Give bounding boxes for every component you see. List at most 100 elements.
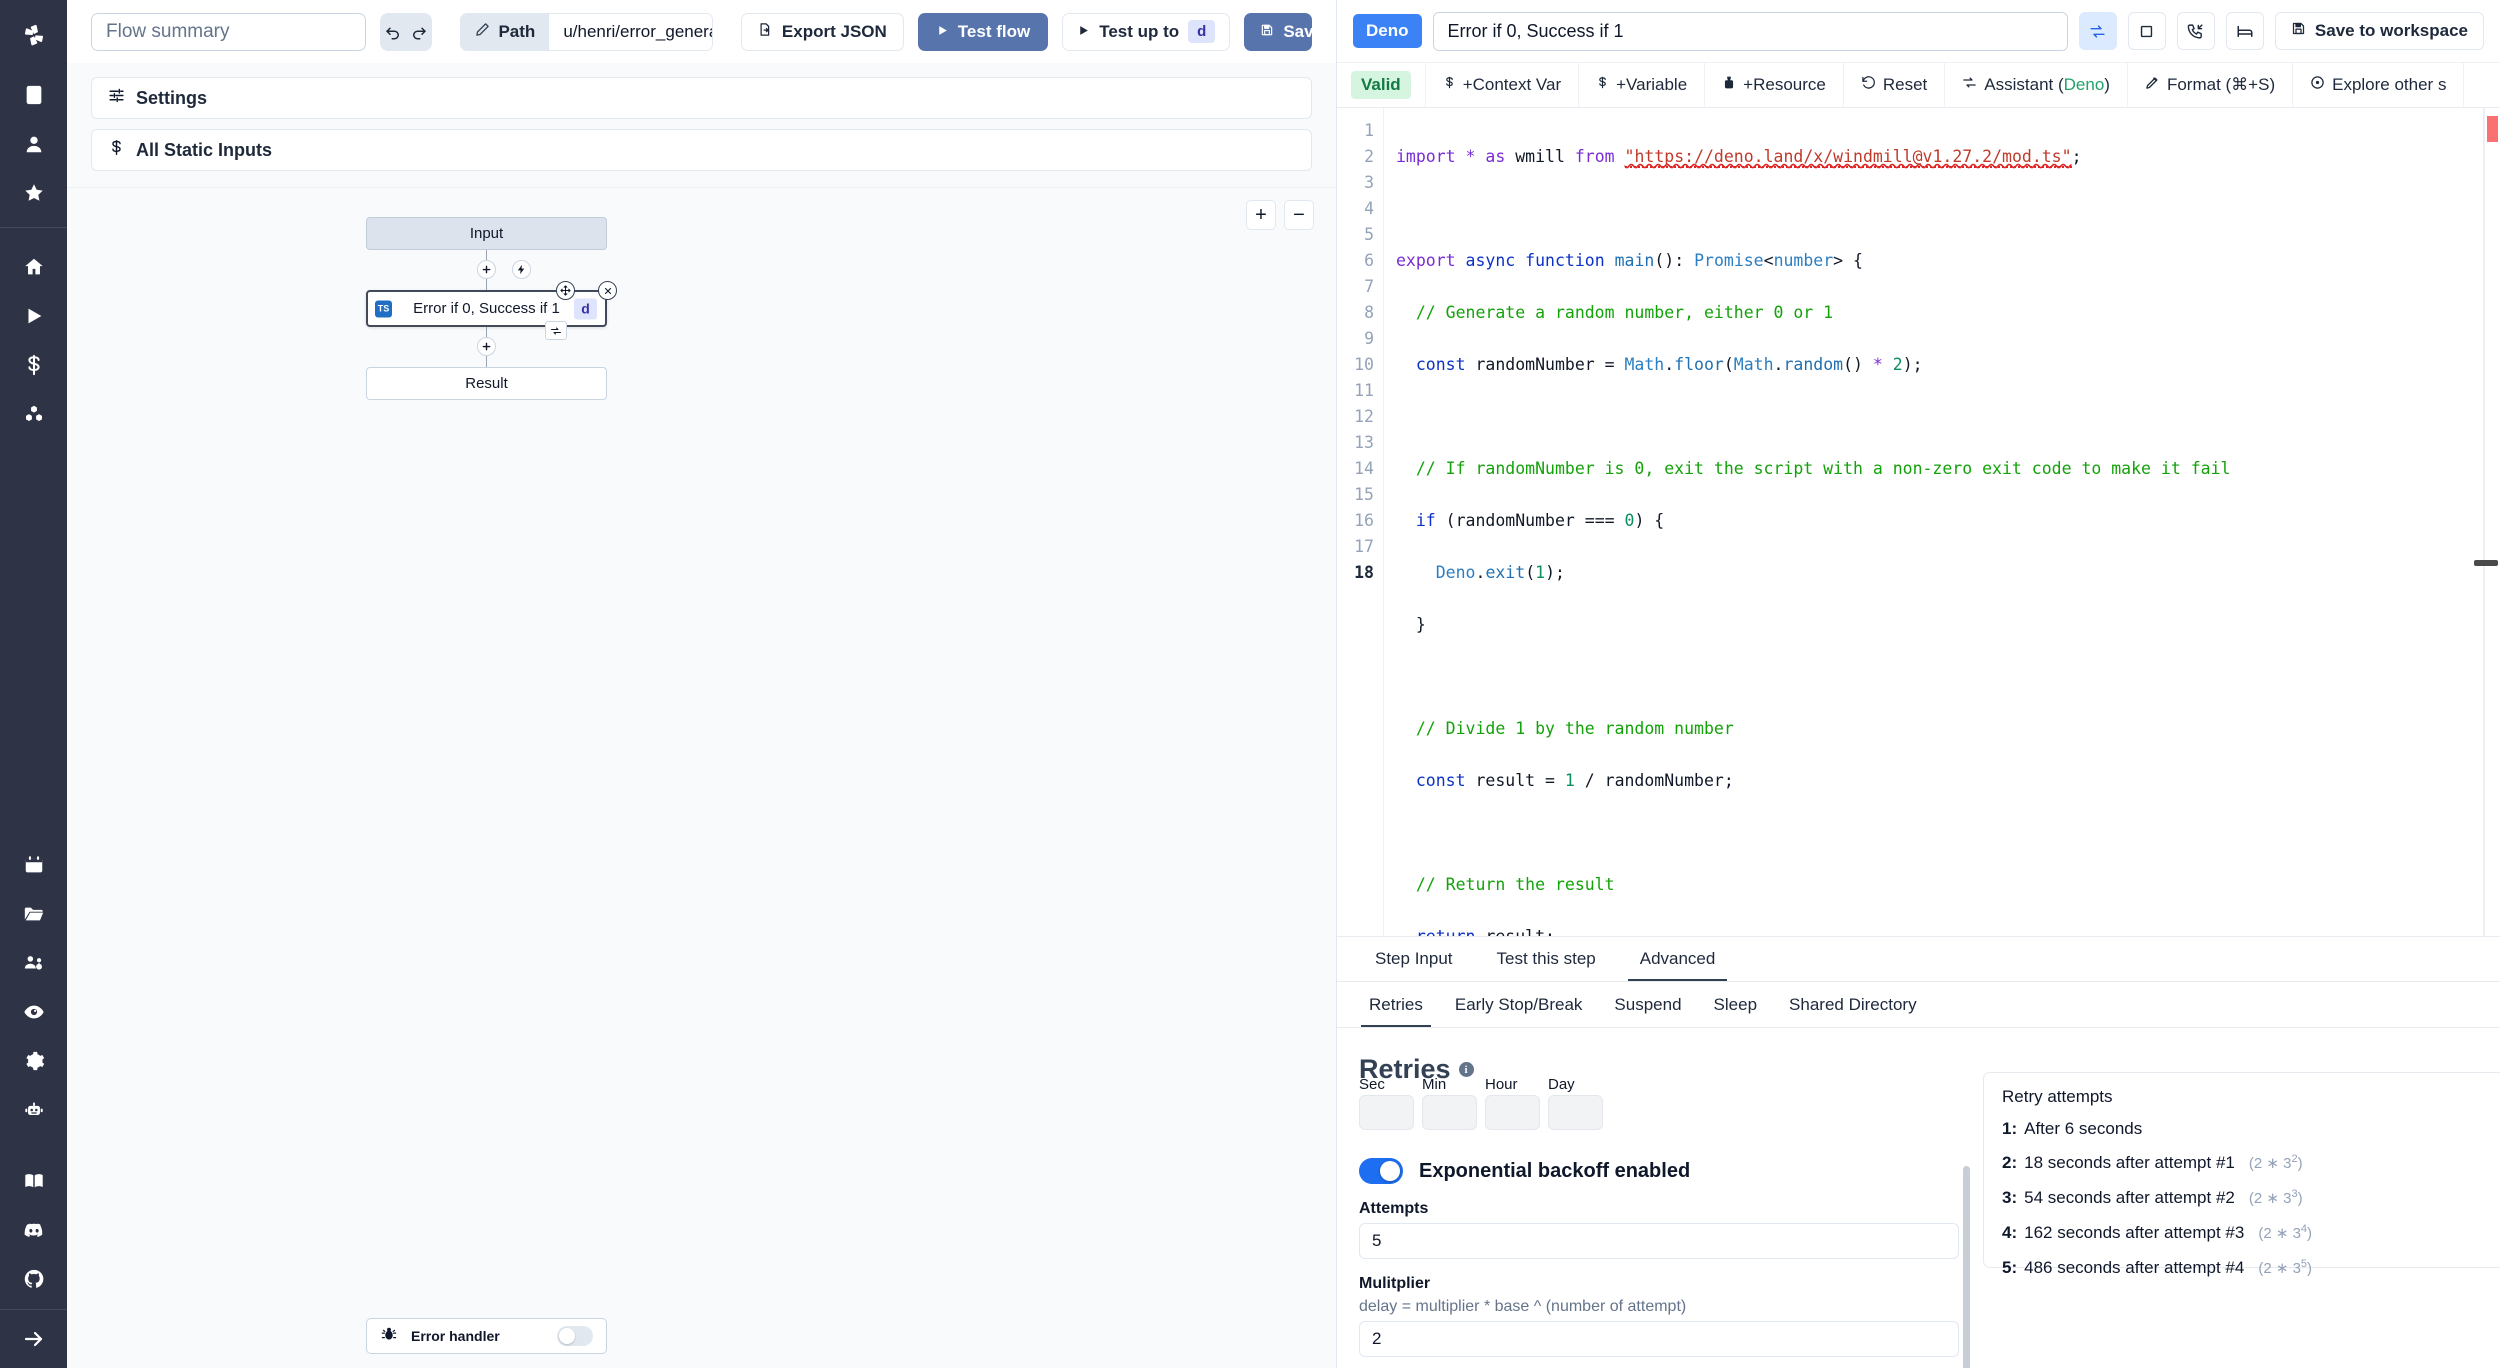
bed-icon[interactable]	[2225, 12, 2264, 50]
flow-node-step[interactable]: TS Error if 0, Success if 1 d	[366, 281, 617, 340]
step-detail-pane: Deno Save to workspace V	[1337, 0, 2500, 1368]
bug-icon	[380, 1325, 398, 1348]
exponential-backoff-toggle[interactable]	[1359, 1158, 1403, 1185]
add-step-button-lower[interactable]	[477, 337, 496, 356]
multiplier-label: Mulitplier	[1359, 1275, 1431, 1293]
subtab-early-stop-break[interactable]: Early Stop/Break	[1454, 994, 1583, 1014]
test-flow-button[interactable]: Test flow	[917, 12, 1049, 51]
subtab-suspend[interactable]: Suspend	[1614, 994, 1682, 1014]
save-button[interactable]: Save	[1244, 13, 1312, 51]
save-to-workspace-button[interactable]: Save to workspace	[2274, 12, 2484, 50]
export-json-button[interactable]: Export JSON	[740, 12, 904, 51]
sidebar-item-discord[interactable]	[0, 1205, 67, 1254]
settings-panel-label: Settings	[136, 87, 208, 108]
sidebar-item-settings[interactable]	[0, 1036, 67, 1085]
retries-form-scrollbar[interactable]	[1963, 1166, 1970, 1368]
assistant-button[interactable]: Assistant (Deno)	[1945, 63, 2128, 107]
sidebar-item-audit-logs[interactable]	[0, 987, 67, 1036]
info-icon[interactable]: i	[1458, 1062, 1474, 1078]
test-up-to-button[interactable]: Test up to d	[1062, 12, 1231, 51]
subtab-shared-directory[interactable]: Shared Directory	[1789, 994, 1917, 1014]
sidebar-item-favorites[interactable]	[0, 168, 67, 217]
square-icon[interactable]	[2127, 12, 2166, 50]
sidebar-item-github[interactable]	[0, 1254, 67, 1303]
delay-min-input[interactable]	[1422, 1095, 1477, 1131]
sidebar-item-runs[interactable]	[0, 291, 67, 340]
subtab-retries[interactable]: Retries	[1353, 982, 1439, 1028]
windmill-logo-icon[interactable]	[0, 0, 67, 70]
subtab-sleep[interactable]: Sleep	[1713, 994, 1758, 1014]
retry-icon[interactable]	[545, 321, 567, 340]
multiplier-input[interactable]	[1359, 1321, 1959, 1358]
static-inputs-panel-button[interactable]: All Static Inputs	[91, 129, 1312, 171]
exponential-backoff-label: Exponential backoff enabled	[1419, 1159, 1691, 1182]
editor-error-marker[interactable]	[2487, 116, 2498, 142]
sidebar-bottom	[0, 1310, 67, 1368]
flow-canvas[interactable]: + − Input TS Error	[67, 187, 1336, 1368]
flow-node-input[interactable]: Input	[366, 217, 607, 250]
sidebar-item-workers[interactable]	[0, 1085, 67, 1134]
error-handler-bar[interactable]: Error handler	[366, 1318, 607, 1354]
exponential-backoff-row: Exponential backoff enabled	[1359, 1158, 1959, 1185]
sidebar-item-folders[interactable]	[0, 889, 67, 938]
path-label-button[interactable]: Path	[461, 13, 550, 50]
delay-hour-input[interactable]	[1485, 1095, 1540, 1131]
step-tabs: Step Input Test this step Advanced	[1337, 936, 2500, 983]
tab-step-input[interactable]: Step Input	[1375, 949, 1453, 969]
flow-node-input-label: Input	[469, 225, 504, 242]
pencil-icon	[475, 22, 490, 42]
add-branch-button[interactable]	[512, 260, 531, 279]
path-value[interactable]: u/henri/error_generator	[549, 13, 712, 50]
sidebar-item-variables[interactable]	[0, 340, 67, 389]
retry-attempt-text: 18 seconds after attempt #1	[2024, 1153, 2235, 1173]
flow-node-result[interactable]: Result	[366, 367, 607, 400]
close-icon[interactable]	[598, 281, 617, 300]
assistant-label-close: )	[2104, 75, 2110, 94]
attempts-input[interactable]	[1359, 1223, 1959, 1260]
assistant-label: Assistant (	[1984, 75, 2064, 94]
zoom-in-button[interactable]: +	[1246, 200, 1276, 230]
error-handler-toggle[interactable]	[557, 1326, 593, 1346]
code-toolbar: Valid +Context Var +Variable +Resource	[1337, 63, 2500, 108]
tab-advanced[interactable]: Advanced	[1618, 937, 1738, 982]
sidebar-item-schedules[interactable]	[0, 840, 67, 889]
explore-other-scripts-button[interactable]: Explore other s	[2293, 63, 2465, 107]
delay-day-input[interactable]	[1548, 1095, 1603, 1131]
editor-overview-ruler[interactable]	[2484, 108, 2500, 937]
retry-attempt-text: 54 seconds after attempt #2	[2024, 1188, 2235, 1208]
retry-attempt-formula: (2 ∗ 33)	[2248, 1188, 2303, 1208]
arrow-right-icon[interactable]	[0, 1310, 67, 1368]
retry-attempt-formula: (2 ∗ 35)	[2258, 1258, 2313, 1278]
undo-icon[interactable]	[380, 13, 406, 51]
sidebar-item-workspace[interactable]	[0, 70, 67, 119]
move-icon[interactable]	[556, 281, 575, 300]
format-button[interactable]: Format (⌘+S)	[2128, 63, 2294, 107]
sidebar-item-user[interactable]	[0, 119, 67, 168]
step-name-input[interactable]	[1432, 11, 2068, 51]
zoom-out-button[interactable]: −	[1284, 200, 1314, 230]
retry-icon[interactable]	[2078, 12, 2117, 50]
delay-hour-label: Hour	[1485, 1076, 1518, 1094]
save-label: Save	[1283, 21, 1312, 41]
settings-panel-button[interactable]: Settings	[91, 77, 1312, 119]
flow-summary-input[interactable]	[91, 12, 366, 51]
add-step-button-upper[interactable]	[477, 260, 496, 279]
format-label: Format (⌘+S)	[2166, 75, 2276, 94]
reset-button[interactable]: Reset	[1844, 63, 1946, 107]
retry-attempt-text: After 6 seconds	[2024, 1119, 2143, 1139]
add-variable-button[interactable]: +Variable	[1579, 63, 1706, 107]
sidebar-item-docs[interactable]	[0, 1156, 67, 1205]
delay-sec-input[interactable]	[1359, 1095, 1414, 1131]
sidebar-item-resources[interactable]	[0, 389, 67, 438]
tab-test-this-step[interactable]: Test this step	[1496, 949, 1596, 969]
phone-incoming-icon[interactable]	[2176, 12, 2215, 50]
add-context-var-button[interactable]: +Context Var	[1426, 63, 1580, 107]
sidebar-item-groups[interactable]	[0, 938, 67, 987]
redo-icon[interactable]	[406, 13, 432, 51]
editor-code-content[interactable]: import * as wmill from "https://deno.lan…	[1383, 108, 2500, 937]
sidebar-item-home[interactable]	[0, 242, 67, 291]
retry-attempt-index: 1:	[2002, 1119, 2018, 1139]
editor-horizontal-scrollbar[interactable]	[2474, 560, 2498, 566]
add-resource-button[interactable]: +Resource	[1705, 63, 1844, 107]
